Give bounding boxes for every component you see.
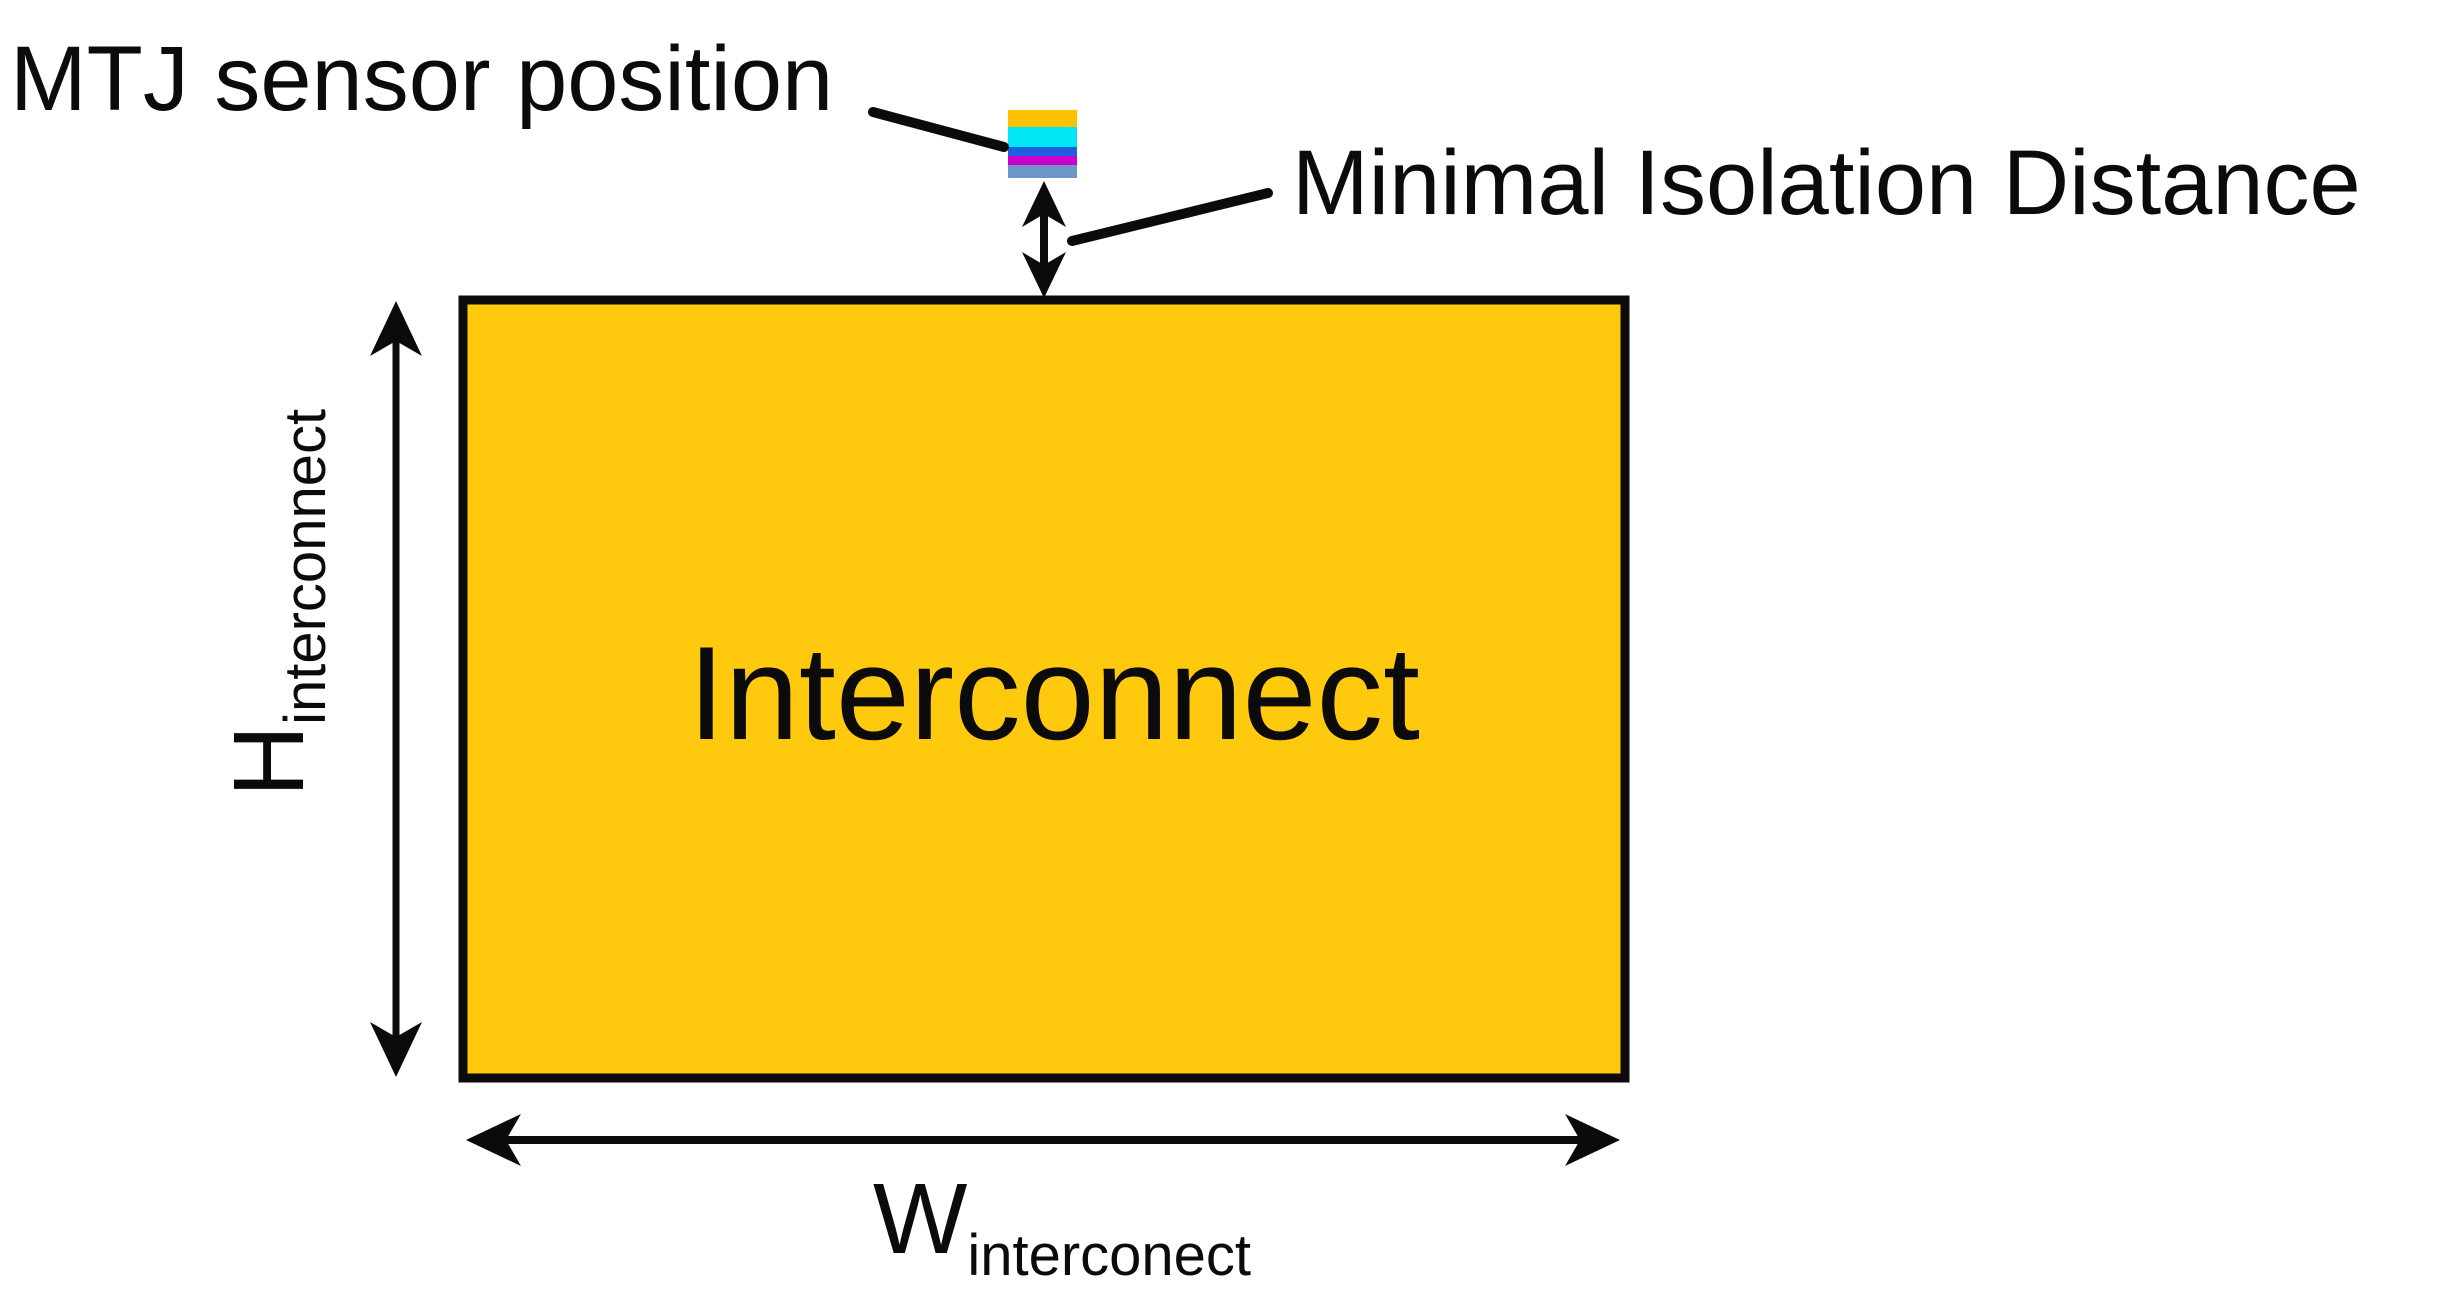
mtj-sensor-stack-icon: [1008, 110, 1077, 178]
sensor-layer-5: [1008, 165, 1077, 178]
interconnect-label: Interconnect: [688, 620, 1420, 768]
mtj-leader-line: [868, 107, 1009, 152]
sensor-layer-4: [1008, 156, 1077, 165]
height-dimension-label: Hinterconnect: [213, 409, 338, 797]
width-arrow-head-left: [466, 1114, 521, 1166]
isolation-distance-arrow-icon: [1022, 181, 1066, 298]
height-dimension-arrow-icon: [370, 301, 422, 1077]
sensor-layer-3: [1008, 147, 1077, 156]
width-subscript: interconect: [967, 1223, 1251, 1288]
height-symbol: H: [213, 725, 325, 797]
mtj-sensor-position-label: MTJ sensor position: [10, 28, 833, 130]
height-arrow-head-down: [370, 1022, 422, 1077]
width-symbol: W: [873, 1163, 968, 1275]
sensor-layer-2: [1008, 127, 1077, 147]
width-arrow-head-right: [1565, 1114, 1620, 1166]
isolation-arrow-head-down: [1022, 252, 1066, 298]
minimal-isolation-distance-label: Minimal Isolation Distance: [1292, 132, 2361, 234]
interconnect-rect: [458, 295, 1630, 1083]
height-subscript: interconnect: [273, 409, 338, 725]
height-arrow-head-up: [370, 301, 422, 356]
sensor-layer-1: [1008, 110, 1077, 127]
width-dimension-arrow-icon: [466, 1114, 1620, 1166]
width-dimension-label: Winterconect: [873, 1163, 1251, 1288]
isolation-leader-line: [1067, 188, 1273, 246]
isolation-arrow-head-up: [1022, 181, 1066, 227]
